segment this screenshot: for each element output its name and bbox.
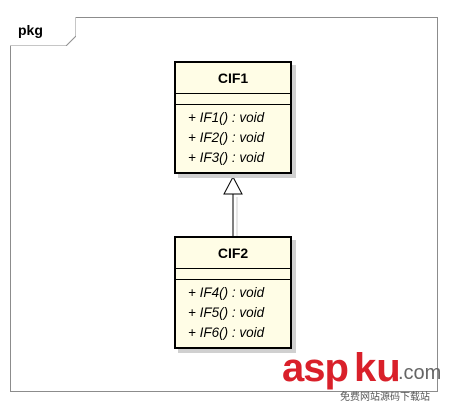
watermark-tagline: 免费网站源码下载站 (340, 392, 430, 403)
operation-if6: + IF6() : void (188, 325, 265, 340)
operation-if3: + IF3() : void (188, 150, 265, 165)
operation-if4: + IF4() : void (188, 285, 265, 300)
package-tab (10, 17, 76, 46)
class-cif1-attributes (176, 94, 290, 105)
package-label: pkg (18, 22, 43, 38)
watermark-domain: .com (398, 362, 442, 384)
generalization-arrowhead (223, 175, 243, 195)
class-cif1-name: CIF1 (176, 63, 290, 94)
class-cif2[interactable]: CIF2 + IF4() : void + IF5() : void + IF6… (174, 236, 292, 349)
watermark-logo: asp ku .com 免费网站源码下载站 (280, 348, 450, 404)
class-cif1[interactable]: CIF1 + IF1() : void + IF2() : void + IF3… (174, 61, 292, 174)
operation-if2: + IF2() : void (188, 130, 265, 145)
class-cif2-operations: + IF4() : void + IF5() : void + IF6() : … (176, 280, 290, 347)
operation-if5: + IF5() : void (188, 305, 265, 320)
watermark-brand-right: ku (354, 346, 401, 390)
class-cif2-attributes (176, 269, 290, 280)
watermark-brand-left: asp (282, 346, 349, 390)
operation-if1: + IF1() : void (188, 110, 265, 125)
package-tab-outline (10, 17, 76, 46)
package-frame (10, 17, 438, 392)
class-cif2-name: CIF2 (176, 238, 290, 269)
class-cif1-operations: + IF1() : void + IF2() : void + IF3() : … (176, 105, 290, 172)
